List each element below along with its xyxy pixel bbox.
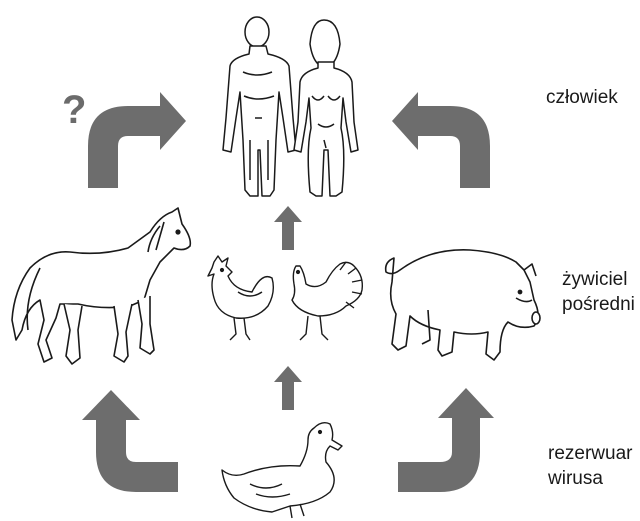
intermediate-host-label-line2: pośredni [562, 293, 635, 317]
unknown-path-mark: ? [62, 90, 86, 130]
man-figure [223, 17, 296, 196]
reservoir-label-line2: wirusa [548, 467, 603, 491]
reservoir-label-line1: rezerwuar [548, 442, 632, 466]
woman-figure [294, 20, 358, 196]
duck-icon [222, 423, 342, 518]
arrow-duck-to-pig [398, 388, 494, 492]
arrow-duck-to-birds [274, 366, 302, 410]
human-figures-icon [223, 17, 358, 196]
arrow-pig-to-human [392, 92, 490, 188]
arrow-duck-to-horse [82, 390, 178, 492]
chicken-icon [208, 256, 273, 340]
pig-icon [386, 250, 540, 360]
turkey-icon [292, 262, 362, 340]
horse-icon [12, 208, 190, 364]
arrow-birds-to-human [274, 206, 302, 250]
human-label: człowiek [546, 86, 618, 110]
intermediate-host-label-line1: żywiciel [562, 268, 627, 292]
arrow-horse-to-human [88, 92, 186, 188]
